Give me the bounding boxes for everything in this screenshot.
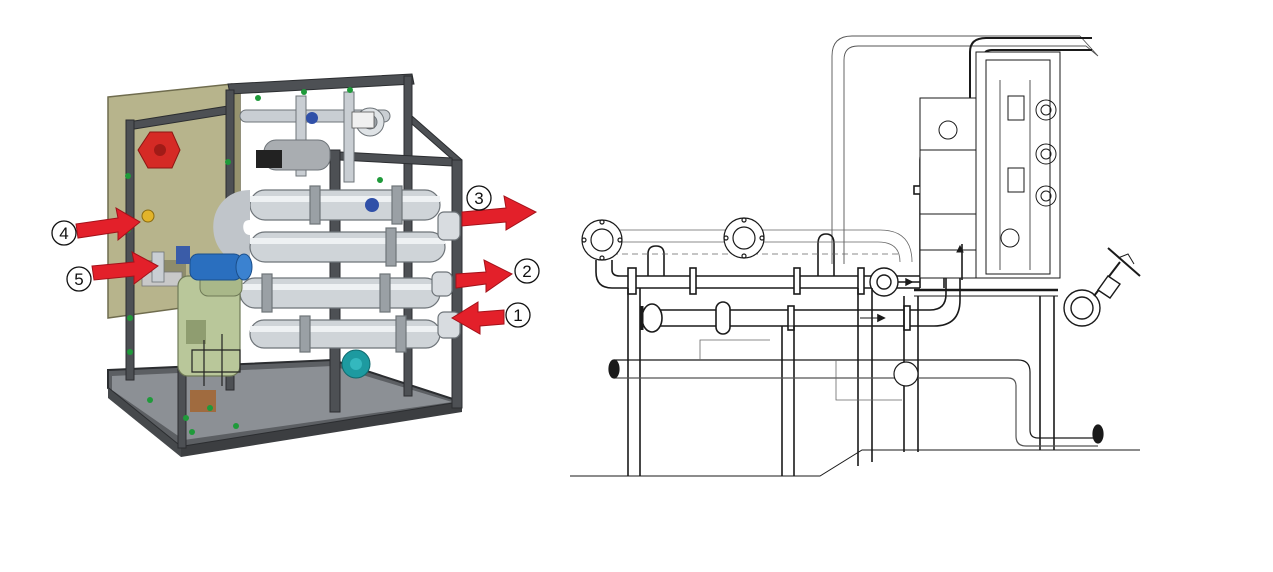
callout-3: 3	[466, 185, 492, 211]
arrow-1	[451, 301, 505, 335]
hand-wheel-valve-icon	[1063, 247, 1141, 327]
platform-deck	[914, 288, 1058, 297]
header-elbow	[869, 267, 920, 297]
teal-motor	[341, 349, 371, 379]
flow-arrows: 4 5 3 2 1	[51, 185, 540, 335]
main-pipes	[213, 185, 461, 353]
arrow-4	[75, 207, 141, 242]
drain-pipe	[608, 339, 1104, 447]
arrow-5	[91, 251, 159, 285]
support-legs	[627, 288, 1055, 476]
arrow-3	[461, 195, 538, 231]
skid-3d-render	[107, 73, 463, 457]
flange-icon	[581, 217, 765, 261]
ground-line	[570, 449, 1140, 477]
lower-main-pipe	[640, 240, 961, 335]
red-valve	[137, 131, 181, 169]
frame-bolts	[125, 87, 383, 435]
rear-pipework	[239, 91, 391, 183]
filter-unit	[177, 261, 243, 386]
svg-text:3: 3	[474, 189, 483, 208]
svg-text:5: 5	[74, 270, 83, 289]
svg-text:4: 4	[59, 224, 68, 243]
callout-4: 4	[51, 220, 77, 246]
technical-drawing	[570, 35, 1141, 477]
arrow-2	[455, 259, 513, 293]
callout-2: 2	[514, 258, 540, 284]
svg-text:1: 1	[513, 306, 522, 325]
callout-1: 1	[505, 302, 531, 328]
upper-header	[595, 233, 920, 295]
machine-block	[919, 51, 1061, 280]
callout-5: 5	[66, 266, 92, 292]
instruments	[141, 111, 379, 412]
blue-pump	[189, 253, 253, 281]
svg-text:2: 2	[522, 262, 531, 281]
